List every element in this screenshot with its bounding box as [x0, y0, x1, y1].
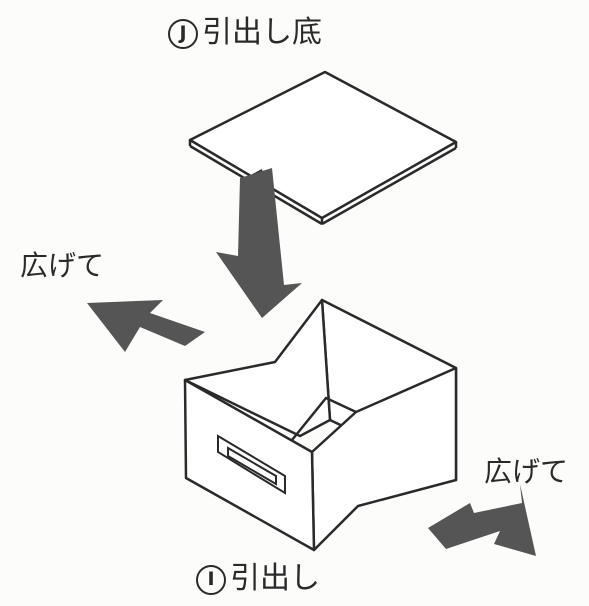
- spread-right-arrow-icon: [428, 484, 536, 556]
- part-j-marker: J: [168, 19, 198, 49]
- spread-left-arrow-icon: [87, 300, 205, 352]
- drawer-bottom-text: 引出し底: [202, 15, 322, 50]
- part-i-marker: I: [196, 565, 226, 595]
- drawer-handle: [217, 434, 286, 495]
- down-arrow-icon: [216, 168, 302, 318]
- drawer-text: 引出し: [230, 561, 320, 596]
- drawer-bottom-panel: [188, 70, 458, 226]
- spread-right-label: 広げて: [484, 455, 569, 488]
- spread-left-label: 広げて: [20, 249, 105, 282]
- drawer-box: [183, 298, 458, 552]
